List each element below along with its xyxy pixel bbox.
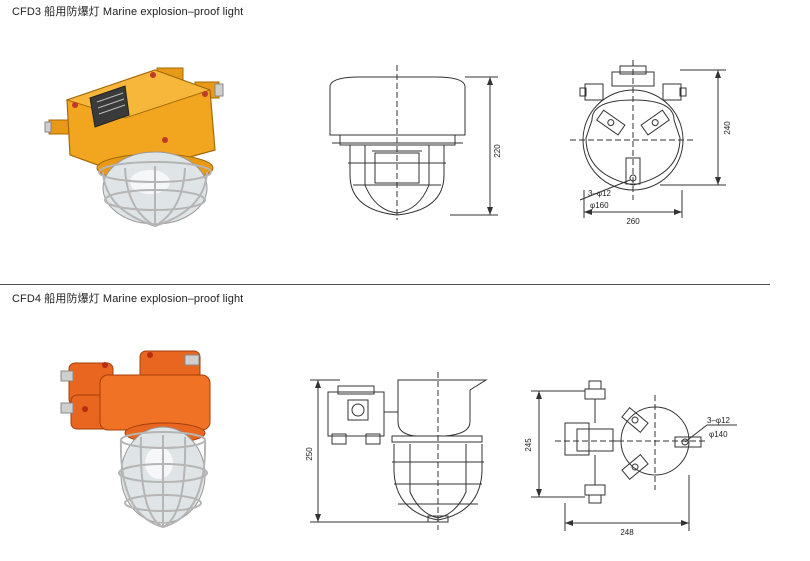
cfd4-holes-label: 3–φ12 [707,416,731,425]
cfd4-side-view-drawing: 250 [305,372,488,530]
cfd3-circle-label: φ160 [590,201,609,210]
cfd4-top-view-drawing: 245 248 3–φ12 φ140 [524,380,737,537]
cfd3-product-photo [44,67,224,228]
cfd3-side-height-label: 220 [493,144,502,158]
cfd3-holes-label: 3–φ12 [588,189,612,198]
cfd4-circle-label: φ140 [709,430,728,439]
cfd3-top-width-label: 260 [626,217,640,226]
cfd4-top-width-label: 248 [620,528,634,537]
cfd3-top-height-label: 240 [723,121,732,135]
cfd3-top-view-drawing: 240 260 3–φ12 φ160 [570,60,732,226]
cfd3-title: CFD3 船用防爆灯 Marine explosion–proof light [12,6,244,18]
cfd4-title: CFD4 船用防爆灯 Marine explosion–proof light [12,293,244,305]
cfd4-side-height-label: 250 [305,447,314,461]
section-divider [0,284,770,285]
cfd4-top-height-label: 245 [524,438,533,452]
cfd3-side-view-drawing: 220 [329,65,502,220]
cfd4-product-photo [60,350,211,529]
